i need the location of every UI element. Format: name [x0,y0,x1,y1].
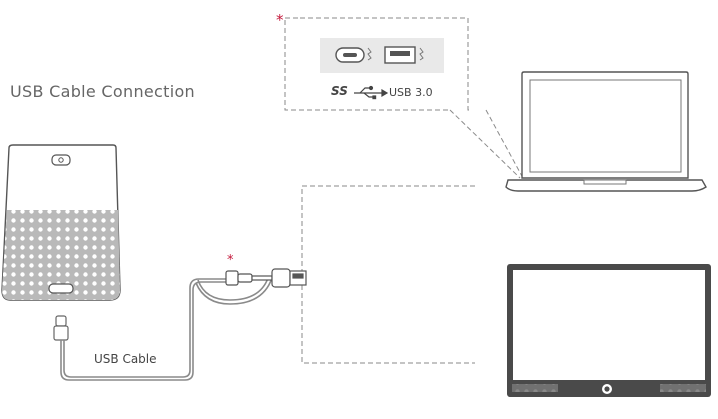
port-panel [320,38,444,73]
port-standard-label: USB 3.0 [389,86,433,99]
portable-monitor-icon [507,264,711,397]
adapter-marker: * [227,253,234,268]
usb-c-port-icon [48,283,74,294]
power-icon [51,154,71,166]
callout-marker: * [276,11,284,29]
usb-c-plug-icon [53,315,69,341]
superspeed-icon [367,47,372,61]
laptop-icon [505,71,707,192]
port-callout [284,17,524,179]
superspeed-icon [419,47,424,61]
device-connector-dashed [301,185,475,364]
usb-cable [60,277,273,381]
usb-trident-icon [354,85,389,100]
speaker-device-icon [1,144,121,301]
usb-adapter-icon [225,268,307,288]
superspeed-logo: SS [331,84,348,98]
page-title: USB Cable Connection [10,82,195,101]
cable-label: USB Cable [94,352,157,366]
